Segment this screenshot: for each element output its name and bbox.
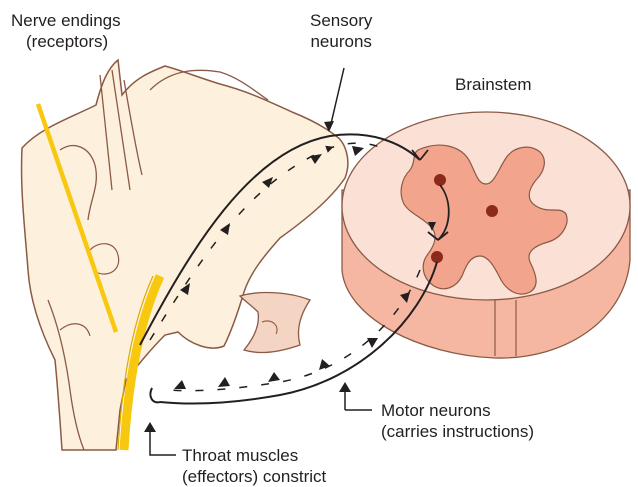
- sensory-neurons-label: Sensory neurons: [310, 10, 372, 52]
- throat-muscles-line2: (effectors) constrict: [182, 466, 326, 487]
- motor-nucleus: [431, 251, 443, 263]
- epiglottis-shape: [240, 293, 310, 353]
- motor-arrow-head-5: [218, 377, 230, 387]
- throat-leader-head: [144, 422, 156, 432]
- motor-arrow-head-3: [319, 359, 330, 370]
- motor-arrow-head-4: [268, 372, 280, 382]
- brainstem-section: [342, 112, 630, 358]
- throat-leader: [150, 432, 176, 455]
- motor-arrow-head-6: [174, 380, 186, 389]
- nerve-endings-line2: (receptors): [11, 31, 121, 52]
- sensory-arrow-head-5: [352, 146, 364, 156]
- sensory-neurons-line2: neurons: [310, 31, 372, 52]
- motor-leader: [345, 390, 372, 410]
- nerve-endings-line1: Nerve endings: [11, 10, 121, 31]
- throat-muscles-label: Throat muscles (effectors) constrict: [182, 445, 326, 487]
- center-nucleus: [486, 205, 498, 217]
- motor-neurons-line1: Motor neurons: [381, 400, 534, 421]
- sensory-neurons-line1: Sensory: [310, 10, 372, 31]
- motor-leader-head: [339, 382, 351, 392]
- motor-neurons-label: Motor neurons (carries instructions): [381, 400, 534, 442]
- nerve-endings-label: Nerve endings (receptors): [11, 10, 121, 52]
- motor-effector-end: [150, 388, 160, 402]
- motor-neurons-line2: (carries instructions): [381, 421, 534, 442]
- motor-arrow-head-2: [367, 338, 378, 348]
- throat-muscles-line1: Throat muscles: [182, 445, 326, 466]
- sensory-nucleus: [434, 174, 446, 186]
- brainstem-label: Brainstem: [455, 74, 532, 95]
- sensory-leader: [330, 68, 344, 128]
